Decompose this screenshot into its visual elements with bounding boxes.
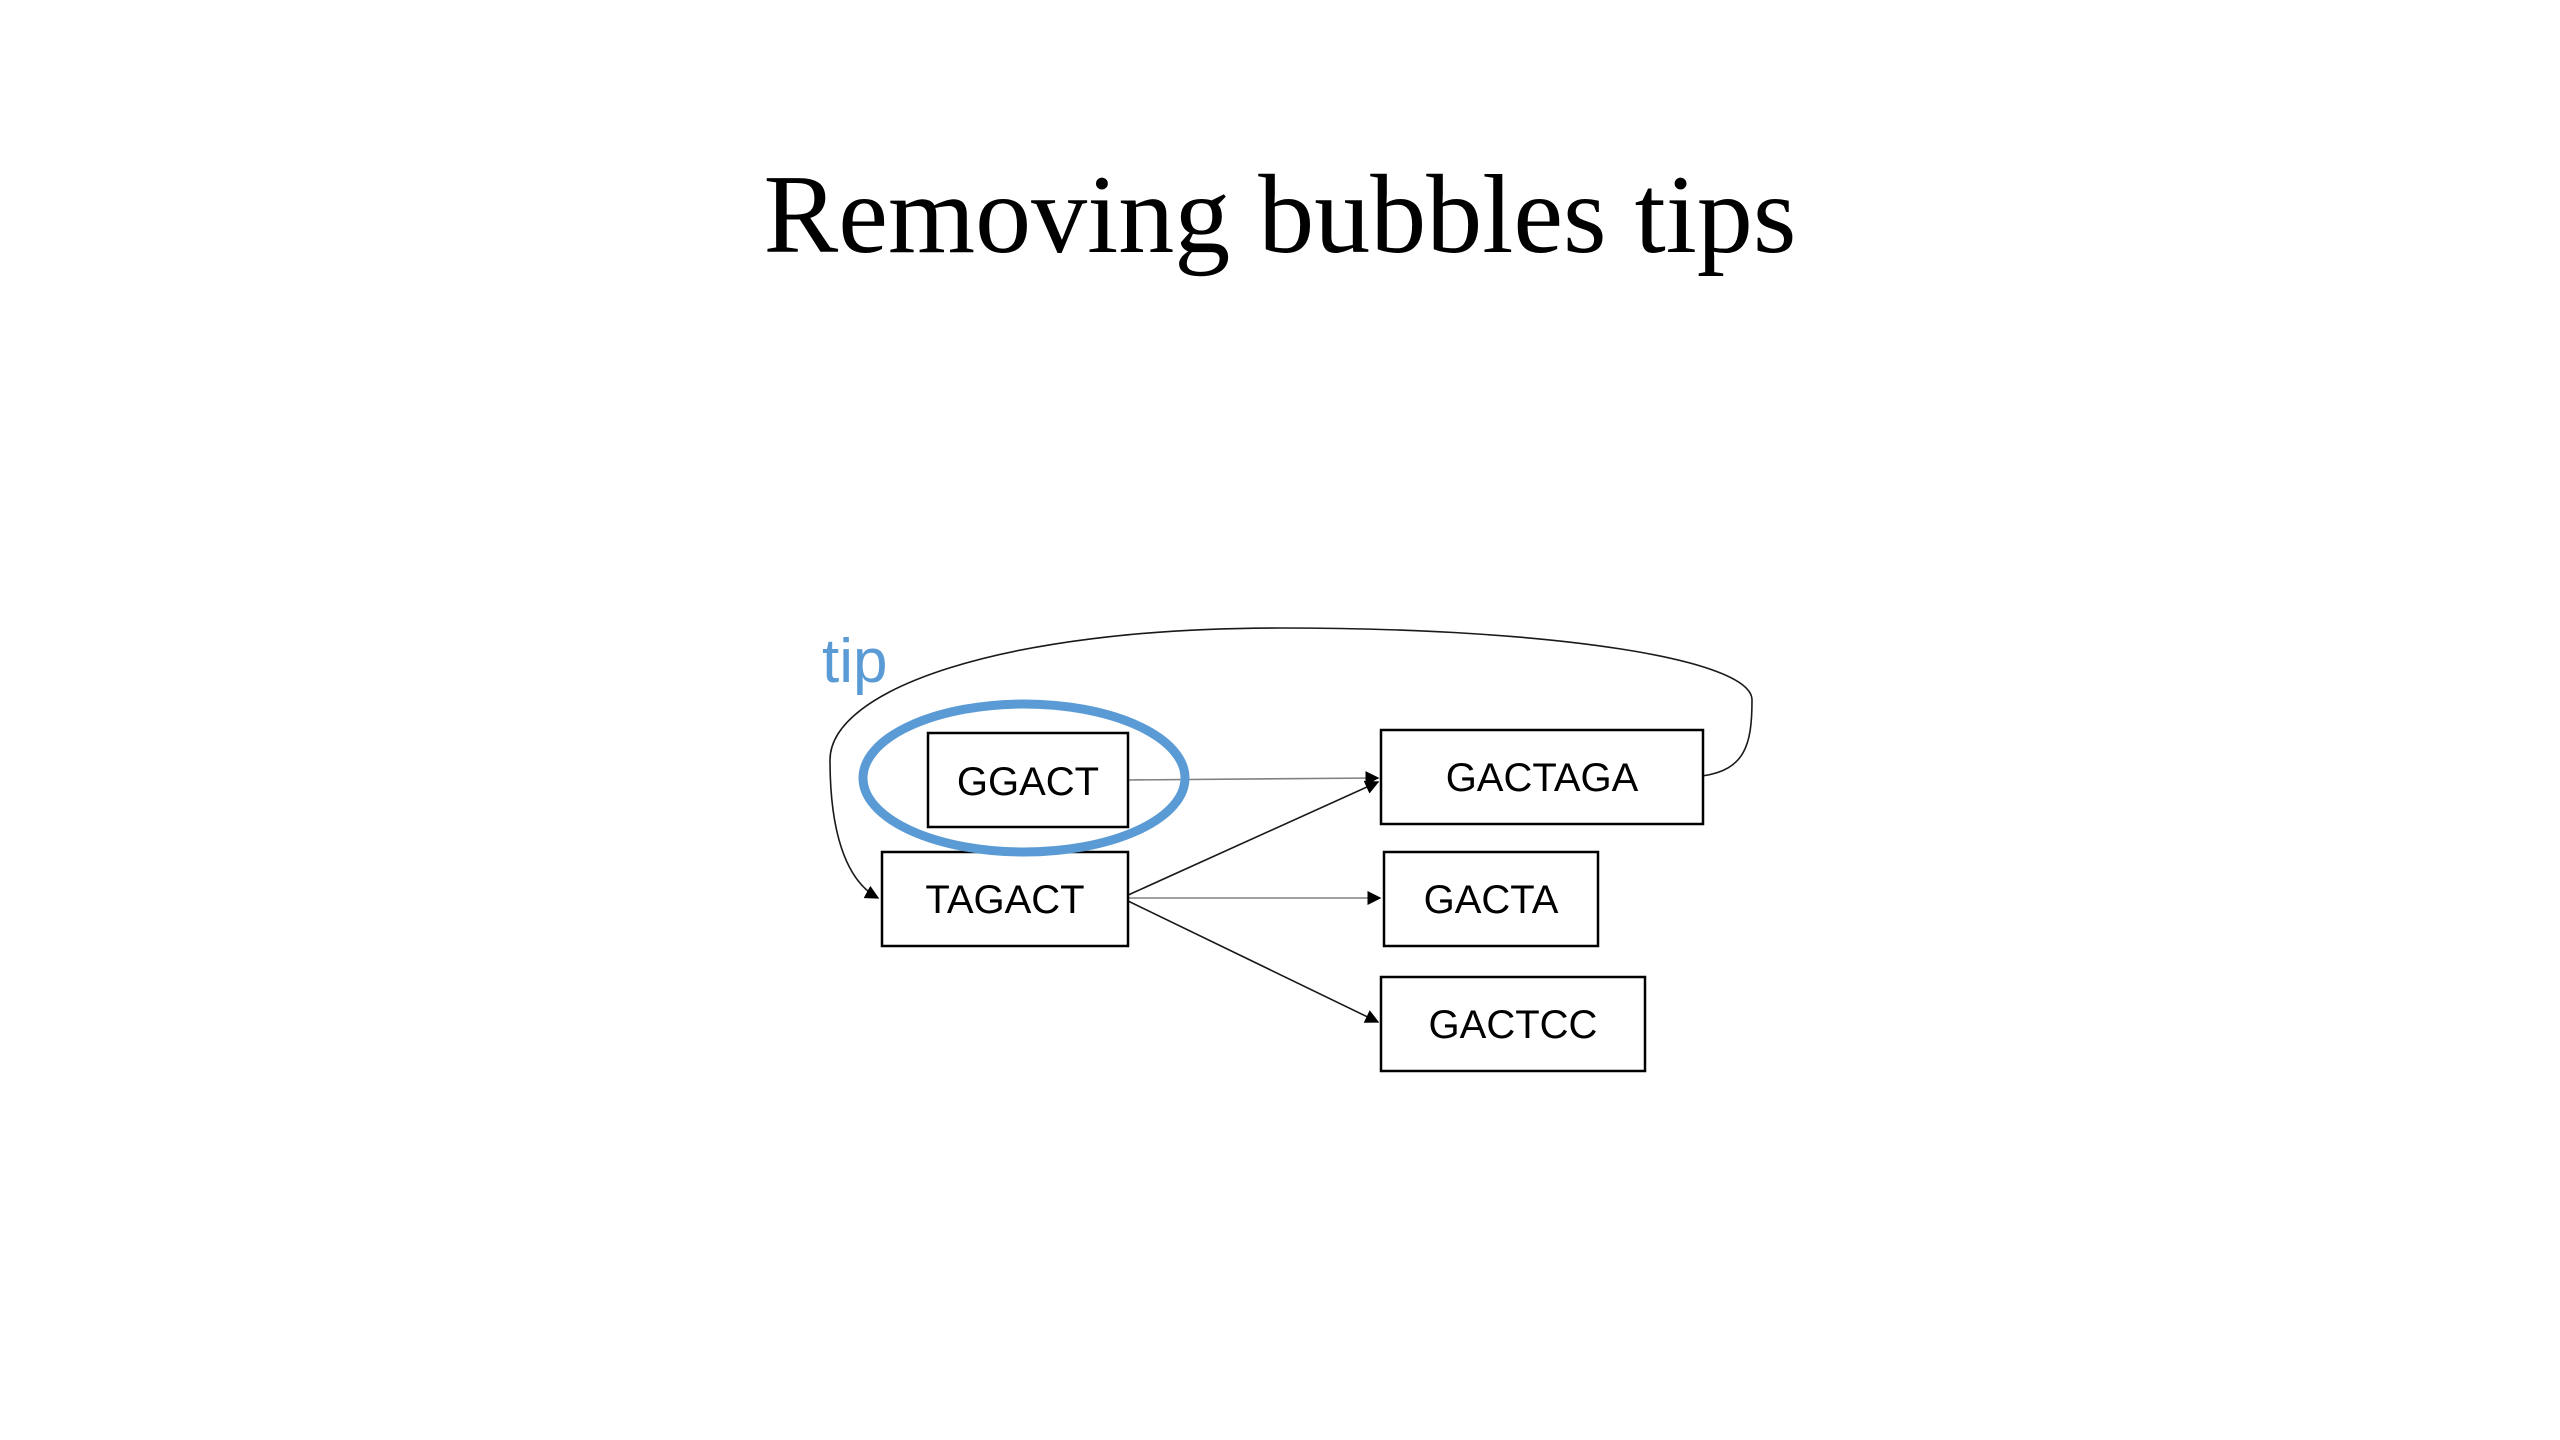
node-label-ggact: GGACT [957,760,1099,804]
node-ggact: GGACT [926,731,1130,829]
node-gactcc: GACTCC [1379,975,1647,1073]
node-label-tagact: TAGACT [925,878,1084,922]
node-tagact: TAGACT [880,850,1130,948]
edge-tagact-to-gactaga [1125,780,1380,897]
node-gacta: GACTA [1382,850,1600,948]
edge-ggact-to-gactaga [1125,771,1380,786]
node-label-gacta: GACTA [1424,878,1559,922]
tip-highlight-ellipse [858,699,1190,857]
node-label-gactcc: GACTCC [1429,1003,1598,1047]
tip-label: tip [822,627,887,696]
edge-tagact-to-gactcc [1125,899,1380,1023]
node-label-gactaga: GACTAGA [1446,756,1639,800]
slide-title: Removing bubbles tips [763,153,1797,277]
node-gactaga: GACTAGA [1379,728,1705,826]
edge-gactaga-loop-to-tagact [829,627,1753,899]
